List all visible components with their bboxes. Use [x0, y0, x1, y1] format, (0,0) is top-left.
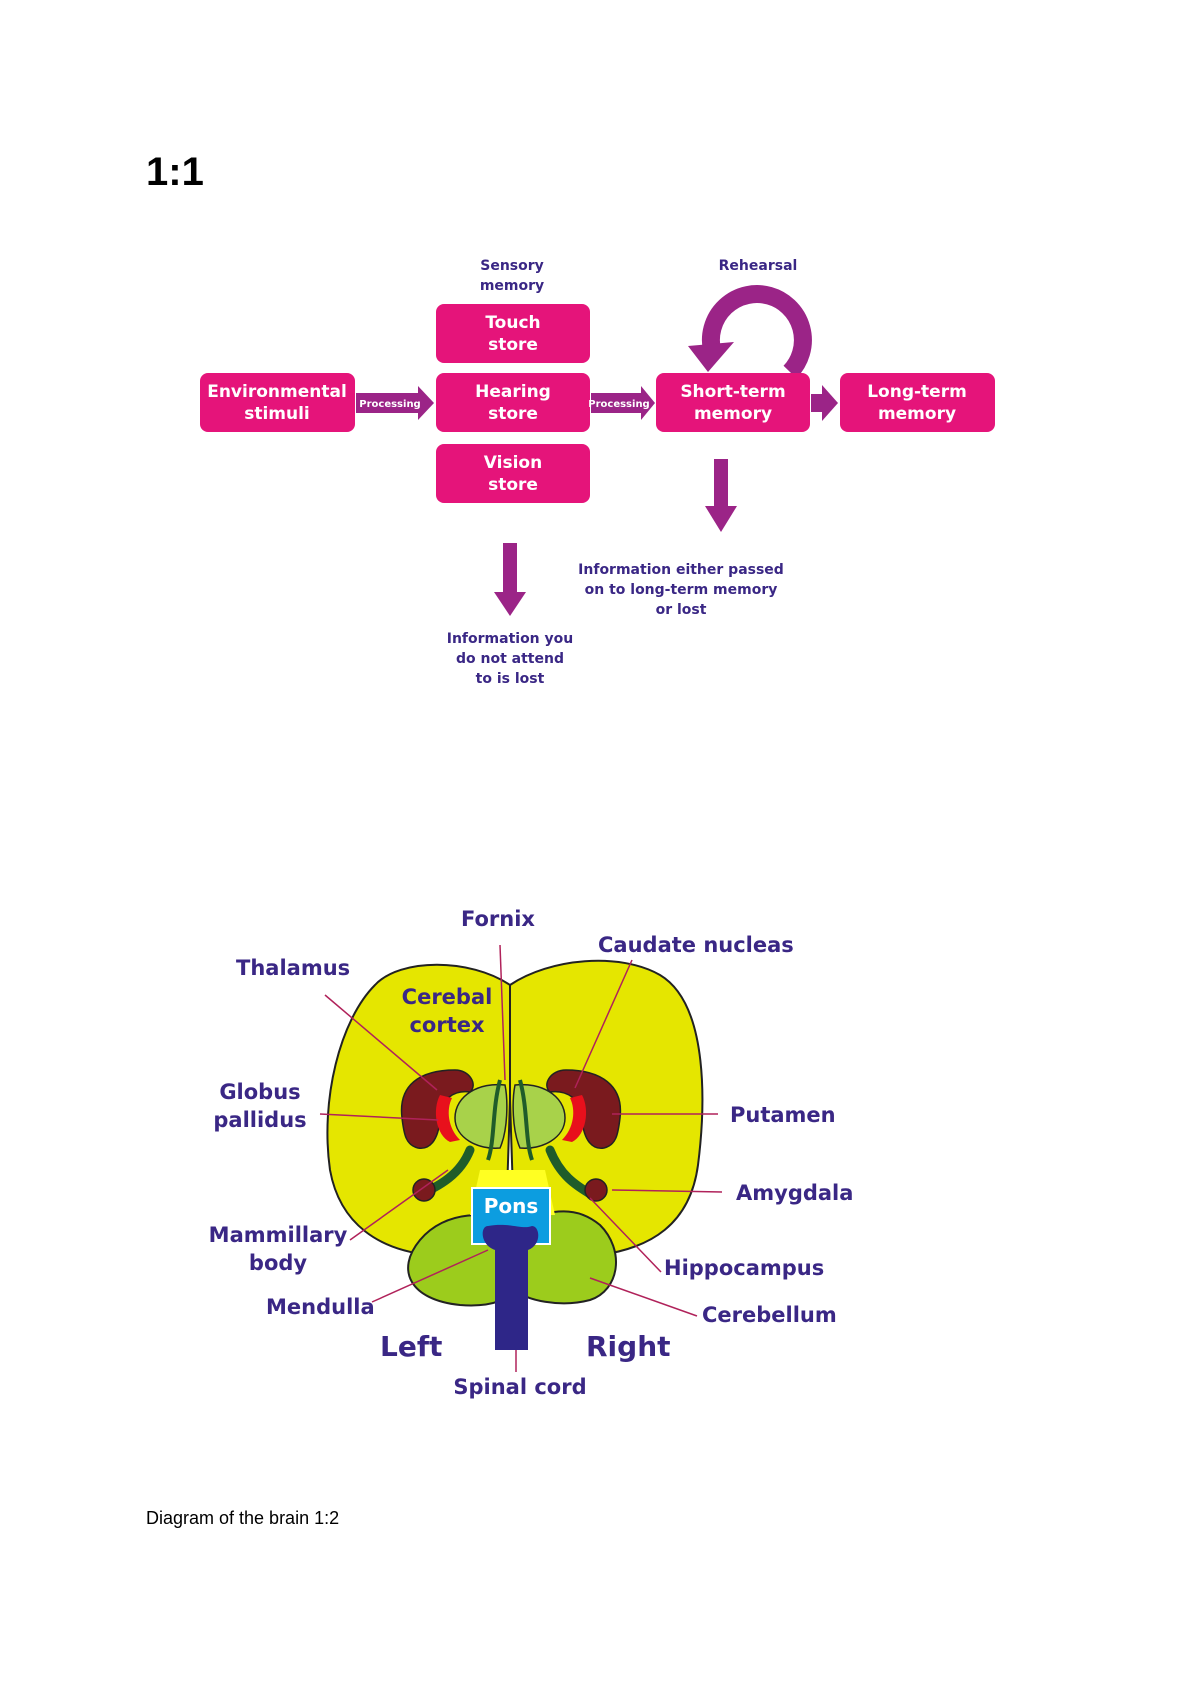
- globus-label-2: pallidus: [213, 1108, 306, 1132]
- globus-right: [562, 1095, 587, 1142]
- short-term-label-1: Short-term: [680, 382, 785, 402]
- long-term-memory-box: Long-term memory: [840, 373, 995, 432]
- short-term-label-2: memory: [694, 404, 772, 424]
- putamen-label: Putamen: [730, 1103, 836, 1127]
- left-label: Left: [380, 1330, 442, 1363]
- long-term-label-1: Long-term: [867, 382, 967, 402]
- vision-store-label-1: Vision: [484, 453, 542, 473]
- processing-arrow-1: Processing: [356, 386, 434, 420]
- pons-label: Pons: [484, 1194, 539, 1218]
- amygdala-label: Amygdala: [736, 1181, 853, 1205]
- cortex-label-2: cortex: [409, 1013, 485, 1037]
- mammillary-label-1: Mammillary: [209, 1223, 348, 1247]
- medulla-label: Mendulla: [266, 1295, 375, 1319]
- lost-note-2: do not attend: [456, 651, 564, 667]
- passed-note-1: Information either passed: [578, 562, 784, 578]
- brain-diagram-caption: Diagram of the brain 1:2: [146, 1508, 340, 1528]
- cerebellum-label: Cerebellum: [702, 1303, 837, 1327]
- lost-down-arrow: [494, 543, 526, 616]
- hippocampus-label: Hippocampus: [664, 1256, 824, 1280]
- globus-left: [435, 1095, 460, 1142]
- mammillary-label-2: body: [249, 1251, 307, 1275]
- touch-store-box: Touch store: [436, 304, 590, 363]
- cortex-label-1: Cerebal: [402, 985, 493, 1009]
- short-to-long-term-arrow: [811, 385, 838, 421]
- sensory-memory-title-1: Sensory: [480, 258, 544, 274]
- rehearsal-label: Rehearsal: [719, 258, 798, 274]
- hearing-store-box: Hearing store: [436, 373, 590, 432]
- passed-note-3: or lost: [656, 602, 707, 618]
- processing-label-2: Processing: [588, 399, 649, 410]
- spinal-cord: [482, 1224, 539, 1350]
- brain-diagram: Pons Fornix Caudate nucleas Thalamus Cer…: [209, 907, 854, 1399]
- thalamus-label: Thalamus: [236, 956, 350, 980]
- hearing-store-label-2: store: [488, 404, 538, 424]
- processing-label-1: Processing: [359, 399, 420, 410]
- globus-label-1: Globus: [219, 1080, 300, 1104]
- environmental-stimuli-box: Environmental stimuli: [200, 373, 355, 432]
- passed-down-arrow: [705, 459, 737, 532]
- rehearsal-loop-arrow: [688, 285, 812, 379]
- lost-note-3: to is lost: [476, 671, 545, 687]
- processing-arrow-2: Processing: [588, 386, 655, 420]
- right-label: Right: [586, 1330, 671, 1363]
- lost-note-1: Information you: [447, 631, 574, 647]
- page-heading: 1:1: [146, 150, 204, 194]
- amygdala-right: [584, 1178, 608, 1202]
- spinal-cord-label: Spinal cord: [453, 1375, 586, 1399]
- sensory-memory-title-2: memory: [480, 278, 544, 294]
- passed-note-2: on to long-term memory: [585, 582, 778, 598]
- touch-store-label-2: store: [488, 335, 538, 355]
- environmental-stimuli-label-2: stimuli: [244, 404, 310, 424]
- long-term-label-2: memory: [878, 404, 956, 424]
- vision-store-label-2: store: [488, 475, 538, 495]
- amygdala-left: [412, 1178, 436, 1202]
- vision-store-box: Vision store: [436, 444, 590, 503]
- touch-store-label-1: Touch: [485, 313, 540, 333]
- short-term-memory-box: Short-term memory: [656, 373, 810, 432]
- fornix-label: Fornix: [461, 907, 535, 931]
- environmental-stimuli-label-1: Environmental: [207, 382, 347, 402]
- hearing-store-label-1: Hearing: [475, 382, 551, 402]
- caudate-label: Caudate nucleas: [598, 933, 794, 957]
